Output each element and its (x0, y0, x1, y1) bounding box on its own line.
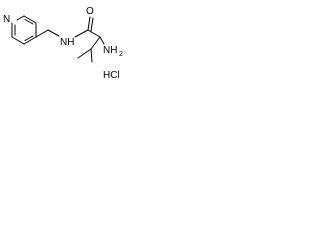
amine-label: NH (103, 45, 117, 56)
bond-ch2-nh (47, 29, 60, 37)
bond-ch-methyl-2 (90, 48, 93, 63)
carbonyl-oxygen-label: O (86, 6, 94, 17)
amine-subscript: 2 (119, 51, 123, 58)
pyridine-ring: N (3, 14, 37, 45)
bond-alpha-ch (90, 36, 101, 50)
bond-carbonyl-double-2 (90, 17, 94, 32)
ring-nitrogen-label: N (3, 14, 10, 25)
bond-ring-6 (16, 15, 25, 21)
bond-ring-2 (11, 36, 25, 45)
bond-ring-double-2 (24, 35, 34, 41)
bond-carbonyl-alpha (87, 29, 101, 38)
bond-alpha-amine (99, 36, 105, 45)
bond-ring-ch2 (35, 29, 49, 38)
bond-ring-5 (23, 15, 37, 24)
bond-nh-carbonyl (74, 29, 89, 38)
chemical-structure: N NH O NH 2 HCl (3, 6, 123, 81)
bond-carbonyl-double-1 (87, 16, 91, 31)
bond-ring-double-3 (24, 19, 34, 25)
bond-ch-methyl-1 (77, 48, 92, 59)
salt-label: HCl (103, 70, 120, 81)
amide-nitrogen-label: NH (60, 37, 74, 48)
bond-ring-3 (23, 36, 37, 45)
